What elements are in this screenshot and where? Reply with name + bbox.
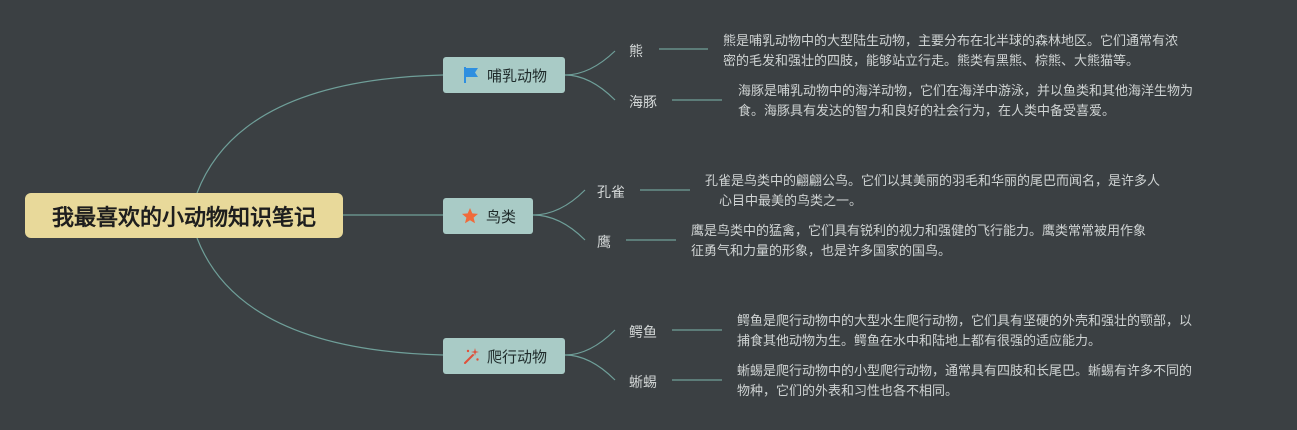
sparkle-wand-icon [461,346,481,366]
note-line: 蜥蜴是爬行动物中的小型爬行动物，通常具有四肢和长尾巴。蜥蜴有许多不同的 [737,364,1193,379]
subtopic-peacock[interactable]: 孔雀 [597,185,625,201]
note-eagle: 鹰是鸟类中的猛禽，它们具有锐利的视力和强健的飞行能力。鹰类常常被用作象 征勇气和… [691,222,1146,262]
note-lizard: 蜥蜴是爬行动物中的小型爬行动物，通常具有四肢和长尾巴。蜥蜴有许多不同的 物种，它… [737,362,1192,402]
root-topic-label: 我最喜欢的小动物知识笔记 [51,205,316,231]
connector-line [564,50,616,76]
note-peacock: 孔雀是鸟类中的翩翩公鸟。它们以其美丽的羽毛和华丽的尾巴而闻名，是许多人 心目中最… [705,172,1160,212]
subtopic-eagle[interactable]: 鹰 [597,235,611,251]
note-line: 孔雀是鸟类中的翩翩公鸟。它们以其美丽的羽毛和华丽的尾巴而闻名，是许多人 [705,174,1161,189]
connector-line [564,74,616,101]
note-line: 鳄鱼是爬行动物中的大型水生爬行动物，它们具有坚硬的外壳和强壮的颚部，以 [737,314,1193,329]
note-line: 物种，它们的外表和习性也各不相同。 [737,384,959,399]
connector-line [196,74,444,194]
topic-label: 爬行动物 [486,347,547,366]
note-line: 食。海豚具有发达的智力和良好的社会行为，在人类中备受喜爱。 [738,104,1116,119]
note-line: 海豚是哺乳动物中的海洋动物，它们在海洋中游泳，并以鱼类和其他海洋生物为 [738,84,1194,99]
root-topic[interactable]: 我最喜欢的小动物知识笔记 [25,193,343,238]
orange-star-icon [460,206,480,226]
note-line: 心目中最美的鸟类之一。 [719,194,863,209]
topic-reptiles[interactable]: 爬行动物 [443,338,565,374]
connector-line [196,237,444,356]
connector-line [564,354,616,381]
note-line: 征勇气和力量的形象，也是许多国家的国鸟。 [691,244,952,259]
subtopic-bear[interactable]: 熊 [629,44,643,60]
topic-birds[interactable]: 鸟类 [443,198,533,234]
blue-flag-icon [461,65,481,85]
topic-mammals[interactable]: 哺乳动物 [443,57,565,93]
note-dolphin: 海豚是哺乳动物中的海洋动物，它们在海洋中游泳，并以鱼类和其他海洋生物为 食。海豚… [738,82,1193,122]
topic-label: 鸟类 [485,207,516,226]
note-line: 密的毛发和强壮的四肢，能够站立行走。熊类有黑熊、棕熊、大熊猫等。 [723,54,1140,69]
note-line: 捕食其他动物为生。鳄鱼在水中和陆地上都有很强的适应能力。 [737,334,1102,349]
connector-line [564,329,616,356]
note-line: 熊是哺乳动物中的大型陆生动物，主要分布在北半球的森林地区。它们通常有浓 [723,34,1179,49]
connector-line [532,189,586,216]
note-bear: 熊是哺乳动物中的大型陆生动物，主要分布在北半球的森林地区。它们通常有浓 密的毛发… [723,32,1178,72]
subtopic-lizard[interactable]: 蜥蜴 [629,375,657,391]
subtopic-crocodile[interactable]: 鳄鱼 [629,325,657,341]
subtopic-dolphin[interactable]: 海豚 [629,95,657,111]
note-crocodile: 鳄鱼是爬行动物中的大型水生爬行动物，它们具有坚硬的外壳和强壮的颚部，以 捕食其他… [737,312,1192,352]
note-line: 鹰是鸟类中的猛禽，它们具有锐利的视力和强健的飞行能力。鹰类常常被用作象 [691,224,1147,239]
connector-line [532,214,586,241]
topic-label: 哺乳动物 [486,66,547,85]
